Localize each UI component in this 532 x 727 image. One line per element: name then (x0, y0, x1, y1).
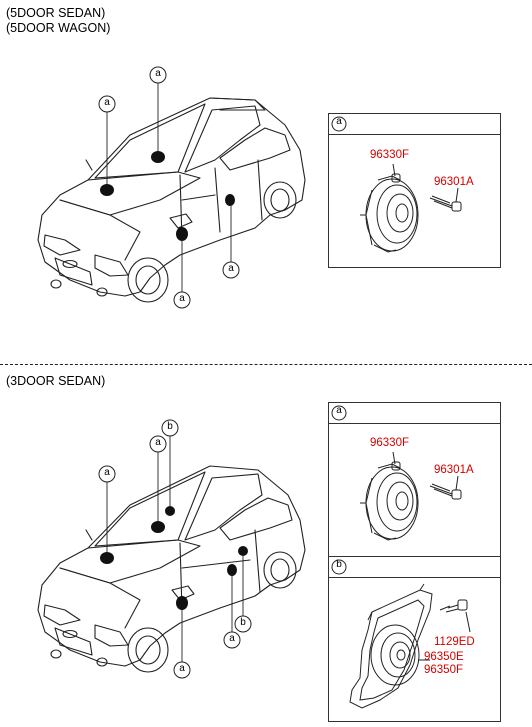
pn-tweeter-1: 96350E (424, 651, 464, 663)
callout-a-rear-door: a (228, 263, 234, 274)
pn-top-speaker: 96330F (370, 149, 409, 161)
label-5door-sedan: (5DOOR SEDAN) (6, 6, 106, 20)
speaker-location-dash (100, 184, 114, 196)
box-tag-top-a: a (336, 116, 342, 127)
callout-a-rear-deck: a (155, 68, 161, 79)
label-3door-sedan: (3DOOR SEDAN) (6, 374, 106, 388)
section-divider (0, 364, 532, 365)
callout-a-dash-3door: a (104, 467, 110, 478)
callout-a-dash: a (104, 97, 110, 108)
box-tag-bottom-a: a (336, 405, 342, 416)
detail-top-a-drawing: 96330F 96301A (331, 116, 474, 253)
header-3door: (3DOOR SEDAN) (6, 374, 105, 389)
pn-top-screw: 96301A (434, 176, 474, 188)
speaker-location-front-door (176, 227, 188, 241)
callout-b-rear-deck-3door: b (167, 421, 173, 432)
callout-a-quarter-3door: a (229, 633, 235, 644)
box-tag-bottom-b: b (336, 559, 342, 570)
pn-bolt: 1129ED (434, 636, 475, 648)
label-5door-wagon: (5DOOR WAGON) (6, 21, 111, 35)
callout-a-door-3door: a (179, 663, 185, 674)
header-5door: (5DOOR SEDAN) (5DOOR WAGON) (6, 6, 110, 36)
callout-a-rear-deck-3door: a (155, 437, 161, 448)
speaker-location-dash-3door (100, 552, 114, 564)
tweeter-location-rear-deck-3door (165, 506, 175, 516)
callout-b-quarter-3door: b (240, 617, 246, 628)
pn-bottom-screw: 96301A (434, 464, 474, 476)
callout-a-front-door: a (179, 293, 185, 304)
detail-box-top-a (328, 113, 501, 268)
speaker-location-rear-door (225, 194, 235, 206)
speaker-location-quarter-3door (227, 564, 237, 576)
speaker-location-door-3door (176, 596, 188, 610)
pn-bottom-speaker: 96330F (370, 437, 409, 449)
pn-tweeter-2: 96350F (424, 664, 463, 676)
car-5door-illustration (37, 66, 306, 309)
tweeter-location-quarter-3door (238, 546, 248, 556)
speaker-location-rear-deck-3door (151, 521, 165, 533)
detail-box-bottom-a (328, 402, 501, 558)
speaker-location-rear-deck (151, 151, 165, 163)
